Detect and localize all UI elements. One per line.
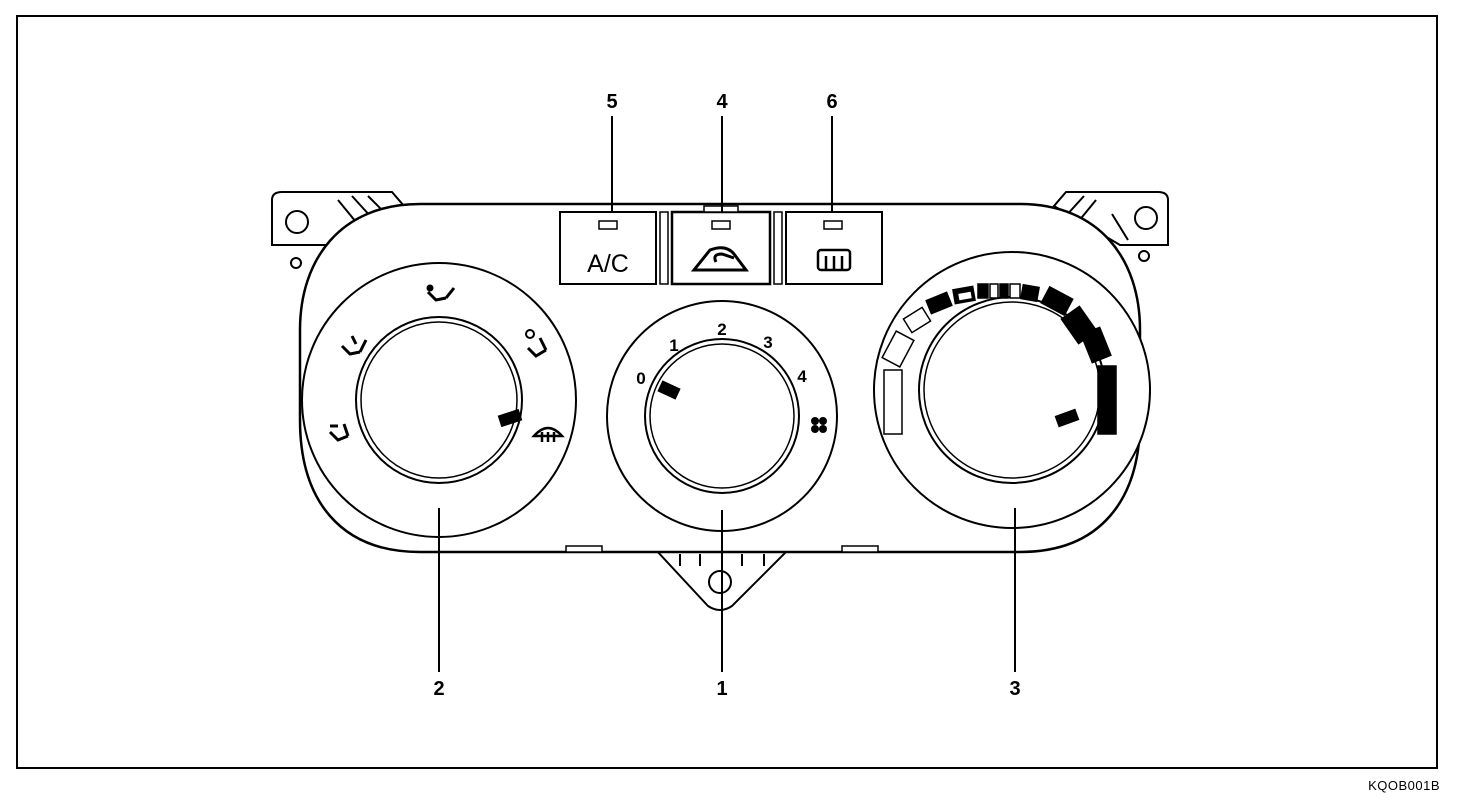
callout-rear-defrost-button: 6: [826, 91, 837, 113]
recirculation-icon: [690, 246, 749, 272]
ac-button[interactable]: A/C: [559, 211, 657, 285]
temp-segment: [956, 289, 974, 303]
button-separator: [659, 211, 669, 285]
button-separator: [773, 211, 783, 285]
panel-lower-clip-left: [565, 545, 603, 553]
recirc-indicator-light: [711, 220, 731, 230]
fan-scale-4: 4: [797, 367, 807, 386]
mode-knob-pointer: [497, 408, 523, 428]
fan-scale-0: 0: [636, 369, 645, 388]
temp-segment: [1080, 326, 1112, 364]
recirculation-button[interactable]: [670, 210, 772, 286]
rear-defrost-indicator-light: [823, 220, 843, 230]
temp-segment: [1020, 283, 1040, 303]
fan-knob-pointer: [657, 380, 681, 400]
figure-frame: [16, 15, 1438, 769]
panel-lower-clip-right: [841, 545, 879, 553]
leader-lines: [438, 116, 1016, 672]
temp-segment: [989, 283, 999, 299]
callout-recirc-button: 4: [716, 91, 728, 113]
floor-defrost-icon: [525, 329, 548, 358]
temp-segment: [925, 291, 953, 315]
mode-selector-knob[interactable]: [301, 262, 577, 538]
ac-indicator-light: [598, 220, 618, 230]
rear-defrost-icon: [816, 248, 852, 272]
floor-vent-icon: [328, 423, 350, 442]
temp-segment: [1097, 365, 1117, 435]
temp-segment: [1040, 285, 1074, 317]
face-vent-icon: [426, 284, 456, 302]
temp-segment: [999, 283, 1009, 299]
bilevel-vent-icon: [340, 335, 368, 356]
callout-ac-button: 5: [606, 91, 617, 113]
temp-segment: [902, 306, 932, 334]
rear-defrost-button[interactable]: [785, 211, 883, 285]
callout-fan-knob: 1: [716, 678, 727, 700]
fan-speed-knob[interactable]: [606, 300, 838, 532]
callout-temp-knob: 3: [1009, 678, 1020, 700]
temp-segment: [883, 369, 903, 435]
fan-scale-1: 1: [669, 336, 678, 355]
windshield-defrost-icon: [531, 426, 565, 442]
fan-max-icon: [811, 417, 827, 433]
temp-segment: [1009, 283, 1021, 299]
callout-mode-knob: 2: [433, 678, 444, 700]
ac-button-label: A/C: [587, 250, 629, 278]
temp-knob-pointer: [1054, 408, 1080, 428]
temp-segment: [881, 330, 915, 368]
fan-scale-2: 2: [717, 320, 726, 339]
figure-code: KQOB001B: [1368, 778, 1440, 793]
fan-scale-3: 3: [763, 333, 772, 352]
temp-segment: [977, 283, 989, 299]
temperature-scale: [881, 283, 1117, 435]
